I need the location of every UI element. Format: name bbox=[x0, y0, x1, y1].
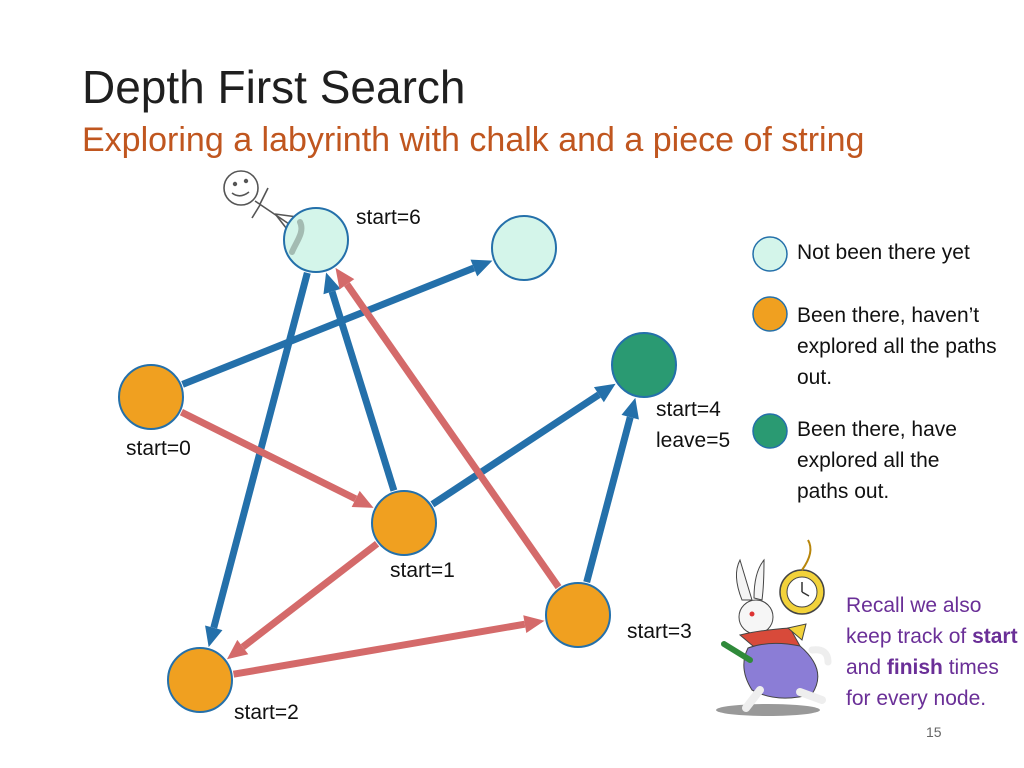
recall-text-1: Recall we also keep track of bbox=[846, 594, 982, 648]
node-top-right bbox=[491, 215, 557, 281]
arrowhead-bottom_right-to-right_done bbox=[621, 397, 639, 420]
edge-bottom_right-to-right_done bbox=[583, 416, 634, 584]
edge-bottom_right-to-top_left bbox=[344, 282, 562, 590]
white-rabbit-icon bbox=[716, 539, 832, 716]
edge-center-to-top_left bbox=[328, 290, 398, 492]
node-right-done bbox=[611, 332, 677, 398]
node-bottom-left bbox=[167, 647, 233, 713]
node-label-left: start=0 bbox=[126, 437, 191, 460]
node-left bbox=[118, 364, 184, 430]
recall-note: Recall we also keep track of start and f… bbox=[846, 590, 1022, 714]
arrowhead-left-to-top_right bbox=[470, 259, 493, 277]
slide-subtitle: Exploring a labyrinth with chalk and a p… bbox=[82, 121, 865, 159]
node-label-right-done: start=4 leave=5 bbox=[656, 398, 731, 452]
recall-finish-word: finish bbox=[886, 656, 943, 679]
node-label-top-left: start=6 bbox=[356, 206, 421, 229]
recall-text-3: times for every node. bbox=[846, 656, 999, 710]
arrowhead-center-to-top_left bbox=[323, 272, 341, 295]
edge-center-to-bottom_left bbox=[240, 540, 380, 650]
arrowhead-left-to-center bbox=[351, 490, 374, 508]
node-label-bottom-right: start=3 bbox=[627, 620, 692, 643]
slide-title: Depth First Search bbox=[82, 61, 466, 113]
arrowhead-bottom_right-to-top_left bbox=[335, 267, 355, 290]
nodes-layer bbox=[118, 207, 677, 713]
recall-text-2: and bbox=[846, 656, 887, 679]
node-center bbox=[371, 490, 437, 556]
page-number: 15 bbox=[926, 724, 942, 740]
node-bottom-right bbox=[545, 582, 611, 648]
recall-start-word: start bbox=[972, 625, 1018, 648]
edge-bottom_left-to-bottom_right bbox=[232, 620, 526, 678]
arrowhead-center-to-right_done bbox=[593, 383, 616, 403]
arrowhead-bottom_left-to-bottom_right bbox=[523, 615, 545, 634]
edge-center-to-right_done bbox=[430, 391, 601, 508]
legend-done-text: Been there, have explored all the paths … bbox=[797, 418, 957, 503]
node-label-center: start=1 bbox=[390, 559, 455, 582]
legend-in-progress-circle bbox=[752, 296, 788, 332]
legend-done-circle bbox=[752, 413, 788, 449]
edge-left-to-center bbox=[179, 409, 358, 503]
legend-unvisited-circle bbox=[752, 236, 788, 272]
node-top-left bbox=[283, 207, 349, 273]
chalk-mark bbox=[289, 219, 305, 255]
arrowhead-center-to-bottom_left bbox=[226, 639, 249, 660]
edge-left-to-top_right bbox=[181, 264, 476, 388]
edges-layer bbox=[179, 259, 639, 678]
legend-in-progress-text: Been there, haven’t explored all the pat… bbox=[797, 304, 997, 389]
arrowhead-top_left-to-bottom_left bbox=[205, 625, 223, 648]
legend-unvisited-text: Not been there yet bbox=[797, 241, 970, 264]
node-label-bottom-left: start=2 bbox=[234, 701, 299, 724]
